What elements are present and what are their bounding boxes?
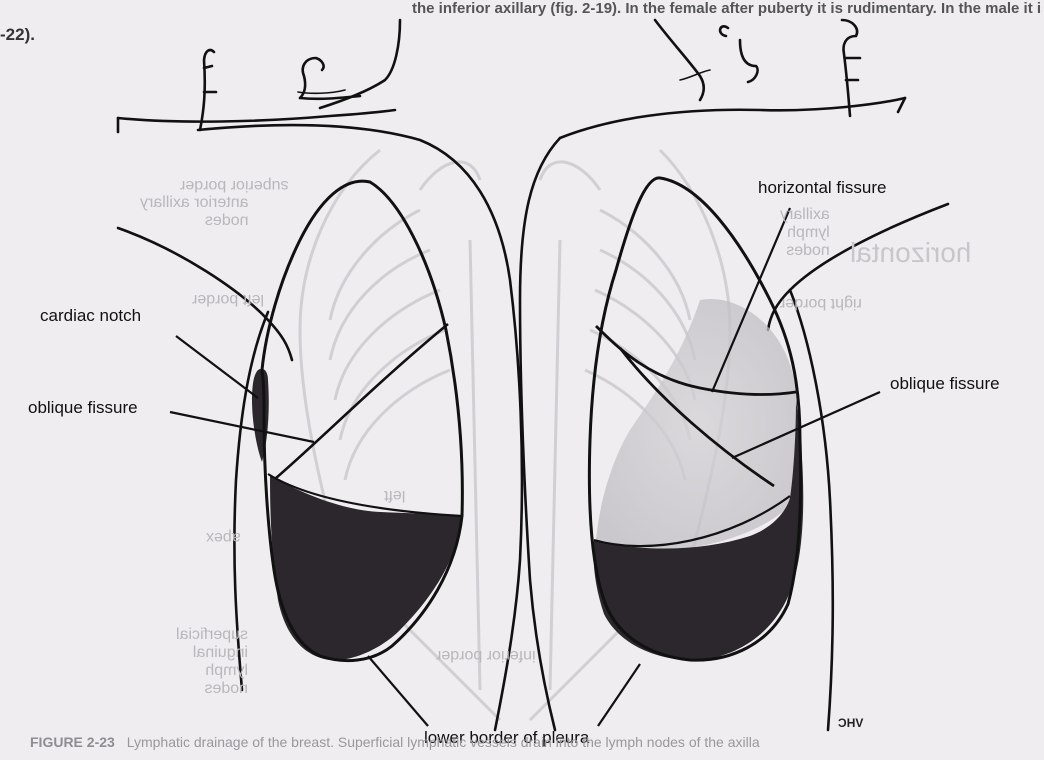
figure-caption-text: Lymphatic drainage of the breast. Superf… (127, 734, 760, 750)
right-lung-middle-lobe (596, 299, 798, 550)
ghost-axillary-lymph-nodes: axillary lymph nodes (780, 206, 830, 260)
ghost-right-border: right border (780, 294, 862, 312)
cardiac-notch-shade (252, 369, 269, 462)
top-text-line-1: the inferior axillary (fig. 2-19). In th… (412, 0, 1042, 18)
left-lung (252, 181, 462, 660)
ghost-horizontal-right: horizontal (850, 244, 971, 262)
leader-cardiac-notch (176, 336, 258, 398)
artist-mark: VHC (838, 716, 863, 730)
figure-number: FIGURE 2-23 (30, 734, 115, 750)
label-horizontal-fissure: horizontal fissure (758, 178, 887, 198)
figure-caption: FIGURE 2-23 Lymphatic drainage of the br… (30, 734, 1010, 758)
label-cardiac-notch: cardiac notch (40, 306, 141, 326)
ghost-inferior-border: inferior border (436, 646, 536, 664)
ghost-left-border: left border (192, 290, 264, 308)
ghost-left-mark: left (384, 486, 405, 504)
leader-lower-border-right (598, 664, 640, 726)
ghost-superficial-inguinal: superficial inguinal lymph nodes (176, 626, 248, 698)
left-lung-lower-shade (270, 476, 462, 660)
ghost-apex: apex (206, 528, 241, 546)
leader-lower-border-left (368, 656, 428, 726)
ghost-superior-border: superior border (180, 176, 289, 194)
label-oblique-fissure-right: oblique fissure (890, 374, 1000, 394)
ghost-anterior-axillary-nodes: anterior axillary nodes (140, 194, 248, 230)
top-text-line-2: -22). (0, 26, 35, 44)
label-oblique-fissure-left: oblique fissure (28, 398, 138, 418)
